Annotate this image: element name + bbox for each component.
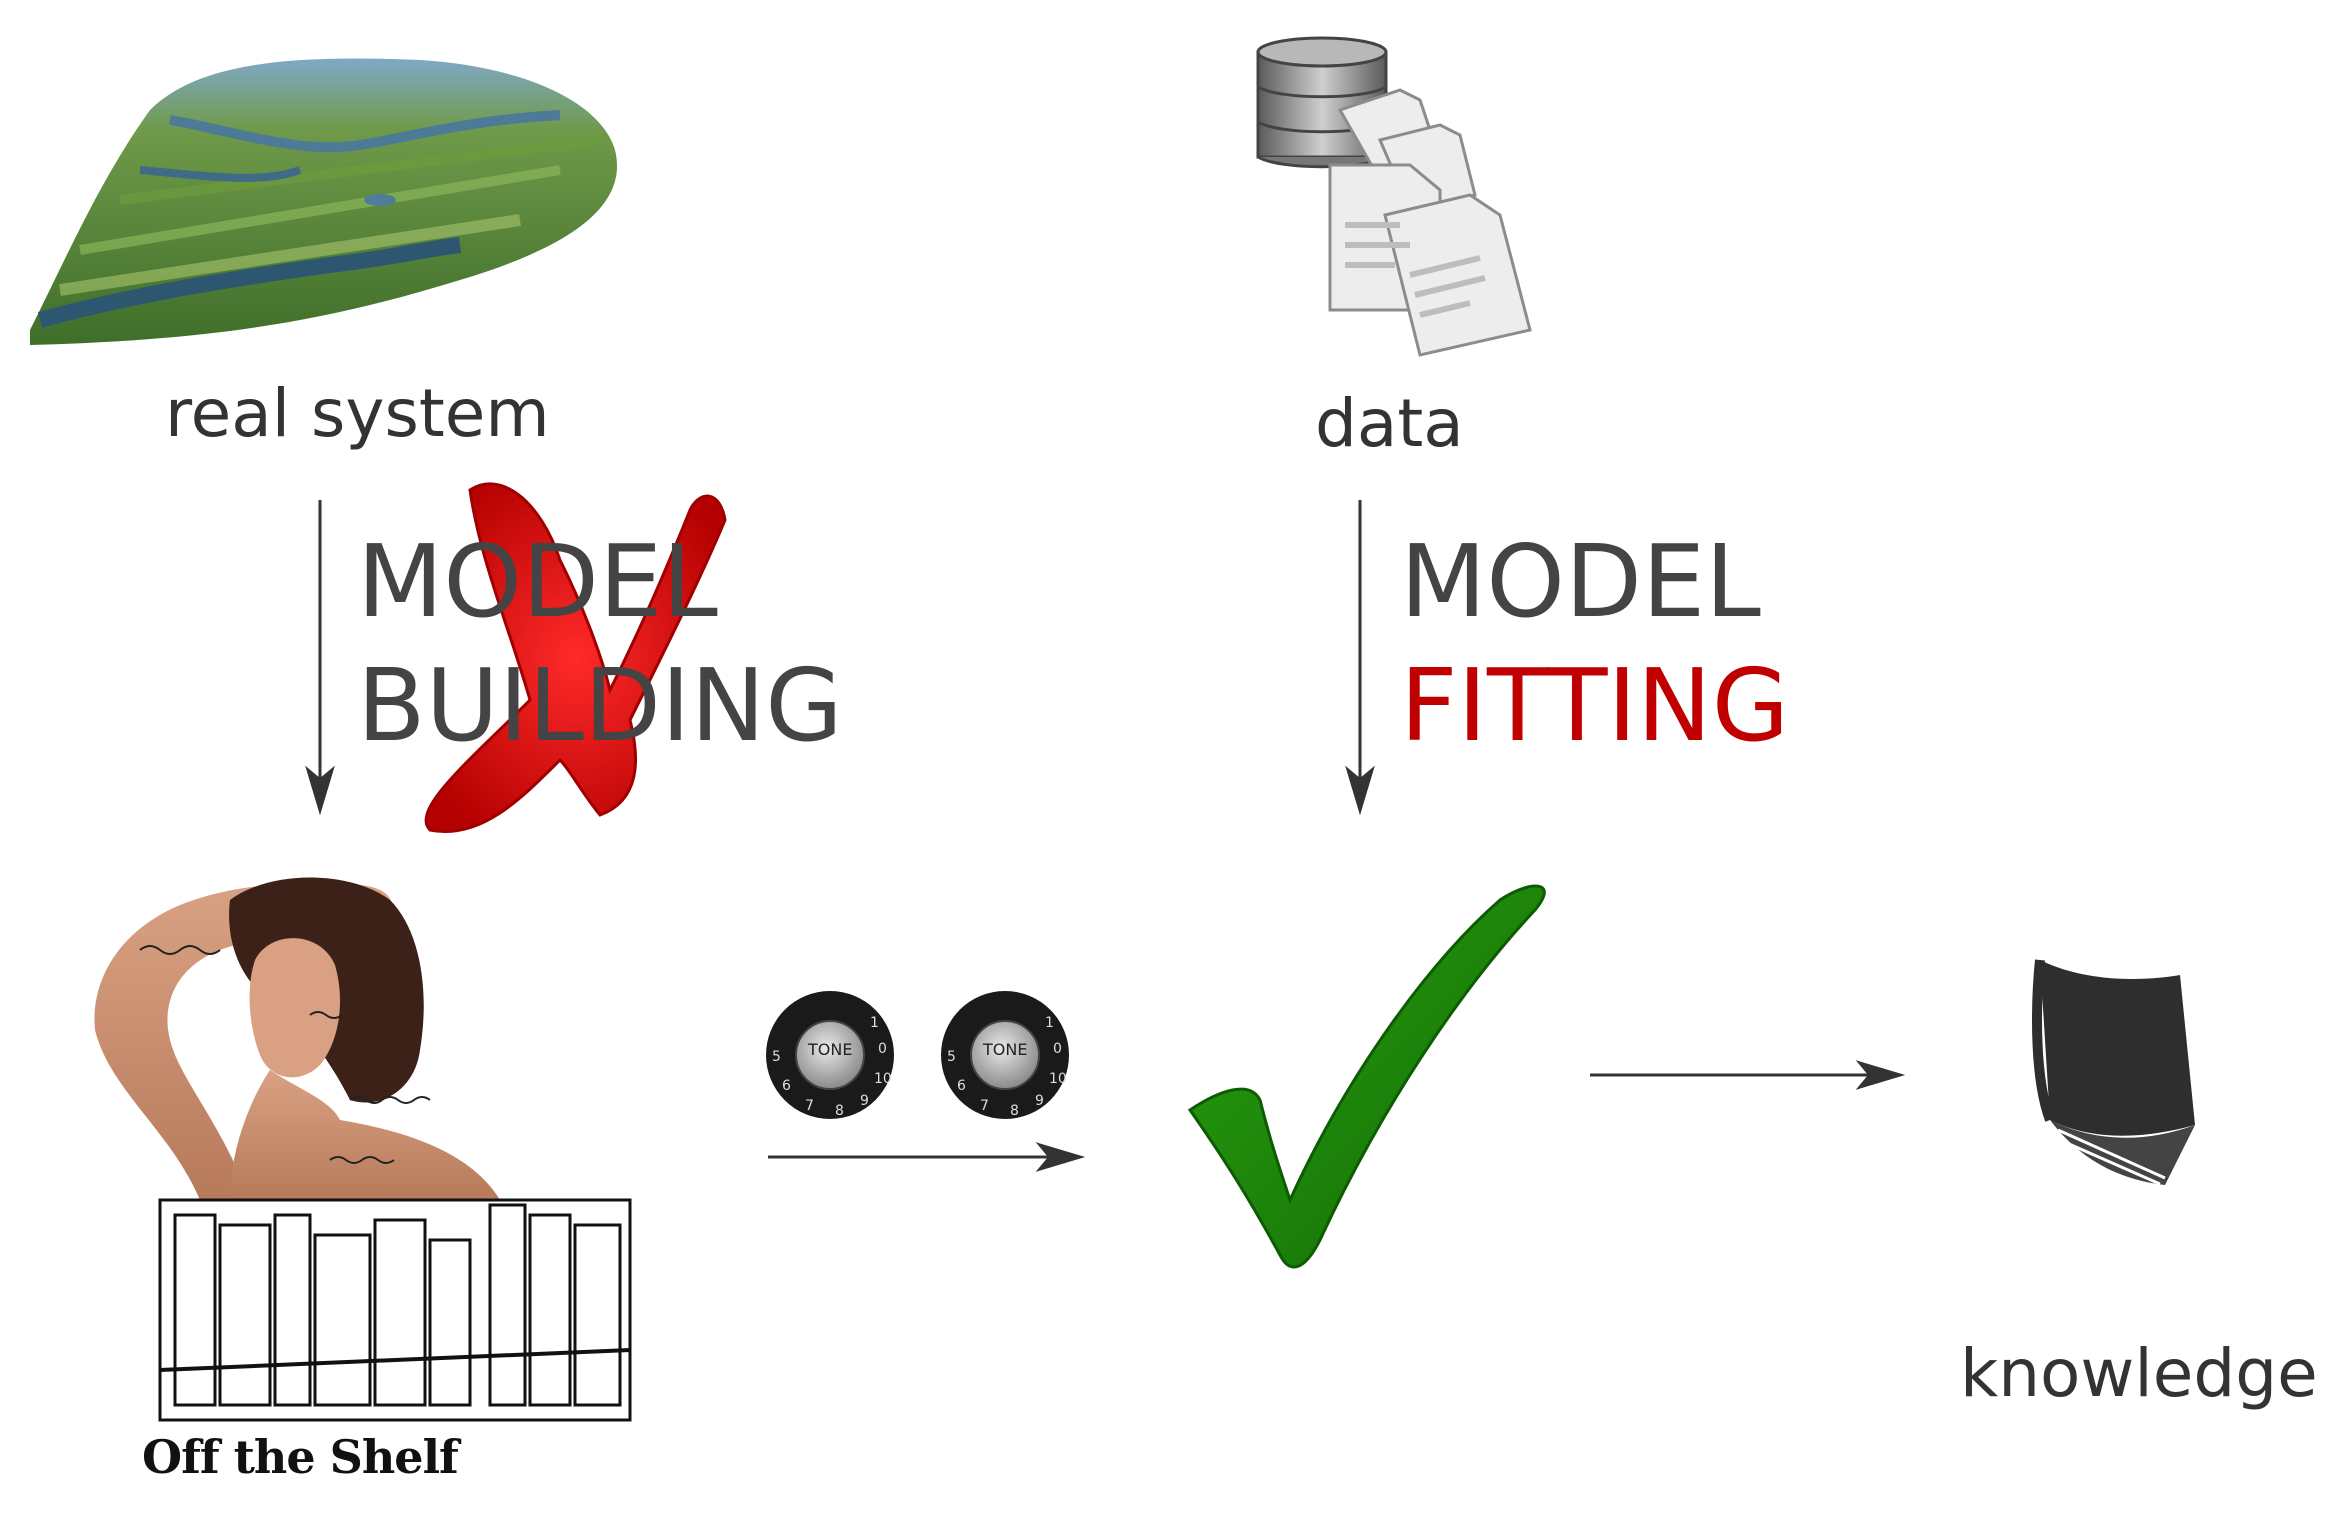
svg-text:6: 6: [957, 1078, 966, 1094]
svg-text:9: 9: [860, 1093, 869, 1109]
book-icon: [2032, 959, 2195, 1186]
svg-text:0: 0: [878, 1041, 887, 1057]
model-building-line1: MODEL: [357, 523, 718, 640]
svg-text:5: 5: [947, 1049, 956, 1065]
svg-text:1: 1: [870, 1015, 879, 1031]
svg-text:1: 1: [1045, 1015, 1054, 1031]
knob-label: TONE: [983, 1040, 1028, 1059]
svg-text:10: 10: [1049, 1071, 1067, 1087]
svg-text:8: 8: [1010, 1103, 1019, 1119]
arrow-check-to-knowledge: [1590, 1060, 1906, 1090]
database-documents-icon: [1256, 36, 1532, 357]
model-fitting-line2: FITTING: [1400, 647, 1790, 764]
off-the-shelf-illustration: [94, 877, 632, 1422]
arrow-model-building: [305, 500, 335, 816]
landscape-image: [30, 58, 618, 346]
red-cross-icon: [424, 482, 727, 833]
svg-text:6: 6: [782, 1078, 791, 1094]
svg-text:9: 9: [1035, 1093, 1044, 1109]
arrow-model-fitting: [1345, 500, 1375, 816]
svg-text:5: 5: [772, 1049, 781, 1065]
svg-text:0: 0: [1053, 1041, 1062, 1057]
green-check-icon: [1187, 884, 1546, 1269]
real-system-label: real system: [165, 375, 550, 452]
svg-text:8: 8: [835, 1103, 844, 1119]
knob-label: TONE: [808, 1040, 853, 1059]
model-fitting-line1: MODEL: [1400, 523, 1761, 640]
model-building-line2: BUILDING: [357, 647, 843, 764]
knowledge-label: knowledge: [1960, 1335, 2318, 1412]
tone-knob-icon: 5 6 7 8 9 10 0 1 5 6 7 8 9: [766, 991, 1069, 1119]
off-the-shelf-title: Off the Shelf: [142, 1430, 459, 1484]
arrow-parameters-to-check: [768, 1142, 1086, 1172]
svg-text:7: 7: [980, 1098, 989, 1114]
svg-text:7: 7: [805, 1098, 814, 1114]
data-label: data: [1315, 385, 1464, 462]
svg-text:10: 10: [874, 1071, 892, 1087]
